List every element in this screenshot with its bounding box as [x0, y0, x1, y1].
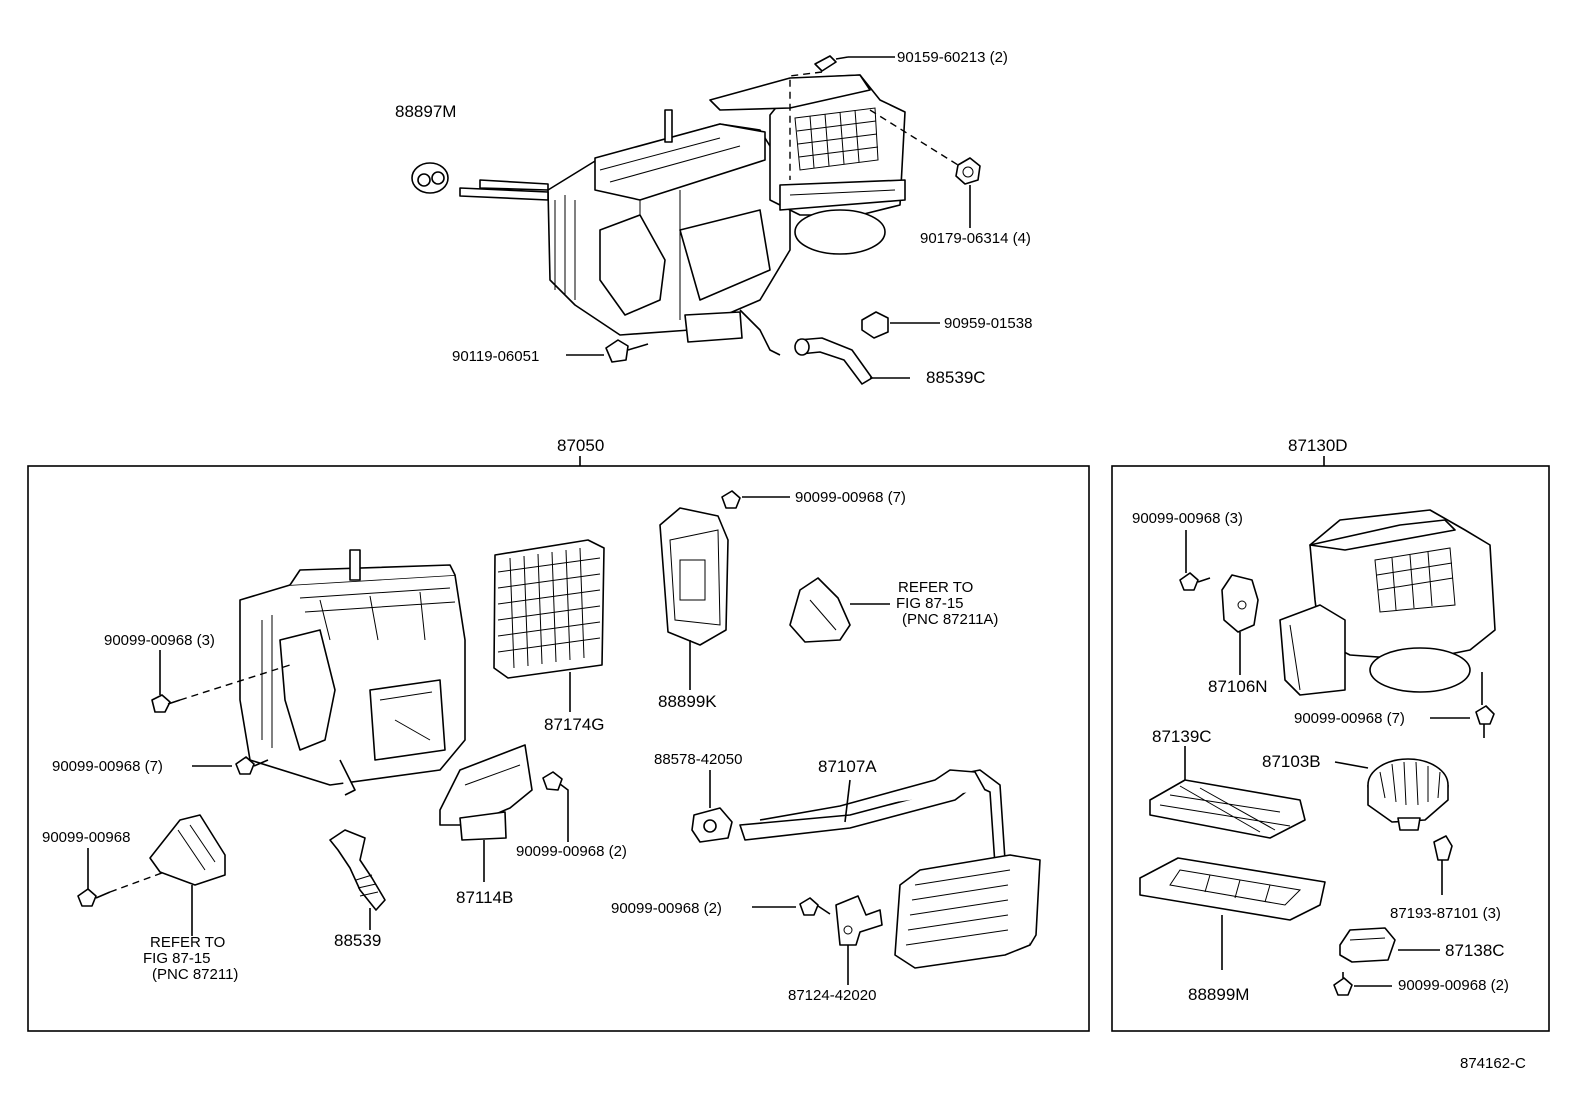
screw-bracket: [752, 897, 831, 916]
group-box-87050: [27, 465, 1090, 1032]
blower-motor-87103B: [1334, 758, 1449, 831]
label-87107A: 87107A: [818, 757, 877, 776]
label-90959-01538: 90959-01538: [944, 315, 1032, 332]
actuator-87114B: [439, 744, 533, 882]
screw-cover-top: [721, 490, 790, 509]
ref-87211A-line1: REFER TO: [898, 579, 973, 596]
hose-88539: [329, 829, 386, 930]
motor-screw-87193: [1433, 835, 1453, 895]
screw-right-3: [1179, 530, 1211, 591]
bracket-87124-42020: [835, 895, 883, 985]
label-88539: 88539: [334, 931, 381, 950]
filter-87174G: [493, 539, 605, 712]
label-88899M: 88899M: [1188, 985, 1249, 1004]
label-90179-06314: 90179-06314 (4): [920, 230, 1031, 247]
group-label-87050: 87050: [557, 436, 604, 455]
case-88899M: [1139, 857, 1326, 970]
heater-core-87107A: [739, 769, 1041, 969]
top-grommet-88897M: [411, 162, 449, 194]
label-90159-60213: 90159-60213 (2): [897, 49, 1008, 66]
label-87138C: 87138C: [1445, 941, 1505, 960]
ref-87211-line2: FIG 87-15: [143, 950, 211, 967]
label-88578-42050: 88578-42050: [654, 751, 742, 768]
resistor-87138C: [1339, 927, 1440, 963]
label-87106N: 87106N: [1208, 677, 1268, 696]
label-88897M: 88897M: [395, 102, 456, 121]
label-88899K: 88899K: [658, 692, 717, 711]
diagram-id: 874162-C: [1460, 1055, 1526, 1072]
heater-case: [239, 549, 466, 796]
screw-right-7: [1430, 705, 1495, 738]
screw-90099-00968-single: [77, 848, 171, 907]
label-87174G: 87174G: [544, 715, 605, 734]
top-bolt-90159: [789, 55, 849, 180]
label-87114B: 87114B: [456, 888, 513, 907]
label-87193-87101: 87193-87101 (3): [1390, 905, 1501, 922]
servo-87106N: [1221, 574, 1259, 675]
label-87139C: 87139C: [1152, 727, 1212, 746]
label-right-screw-7: 90099-00968 (7): [1294, 710, 1405, 727]
label-right-screw-2: 90099-00968 (2): [1398, 977, 1509, 994]
label-right-screw-3: 90099-00968 (3): [1132, 510, 1243, 527]
top-blower-grille: [794, 107, 879, 171]
filter-87139C: [1149, 746, 1306, 839]
screw-right-2: [1333, 972, 1392, 996]
label-screw-cover-top: 90099-00968 (7): [795, 489, 906, 506]
damper-part-pnc-87211: [149, 814, 226, 936]
ref-87211-line3: (PNC 87211): [152, 966, 238, 983]
label-88539C: 88539C: [926, 368, 986, 387]
ref-87211A-line2: FIG 87-15: [896, 595, 964, 612]
screw-actuator: [542, 771, 569, 842]
group-box-87130D: [1111, 465, 1550, 1032]
label-left-screw-single: 90099-00968: [42, 829, 130, 846]
ref-87211A-line3: (PNC 87211A): [902, 611, 998, 628]
label-87103B: 87103B: [1262, 752, 1321, 771]
screw-90099-00968-7-left: [192, 756, 269, 775]
label-87124-42020: 87124-42020: [788, 987, 876, 1004]
label-left-screw-7: 90099-00968 (7): [52, 758, 163, 775]
ref-87211-line1: REFER TO: [150, 934, 225, 951]
group-label-87130D: 87130D: [1288, 436, 1348, 455]
label-screw-actuator: 90099-00968 (2): [516, 843, 627, 860]
label-90119-06051: 90119-06051: [452, 348, 539, 365]
top-clip-90959: [861, 311, 940, 339]
label-screw-bracket: 90099-00968 (2): [611, 900, 722, 917]
top-heater-assembly: [459, 74, 906, 356]
damper-part-pnc-87211A: [789, 577, 890, 643]
label-left-screw-3: 90099-00968 (3): [104, 632, 215, 649]
blower-case: [1279, 509, 1496, 705]
screw-90099-00968-3-left: [151, 650, 291, 713]
top-nut-90179: [869, 109, 981, 228]
top-hose-88539C: [794, 337, 910, 385]
top-bolt-90119: [566, 339, 649, 363]
cover-88899K: [659, 507, 729, 690]
grommet-88578-42050: [691, 770, 733, 843]
